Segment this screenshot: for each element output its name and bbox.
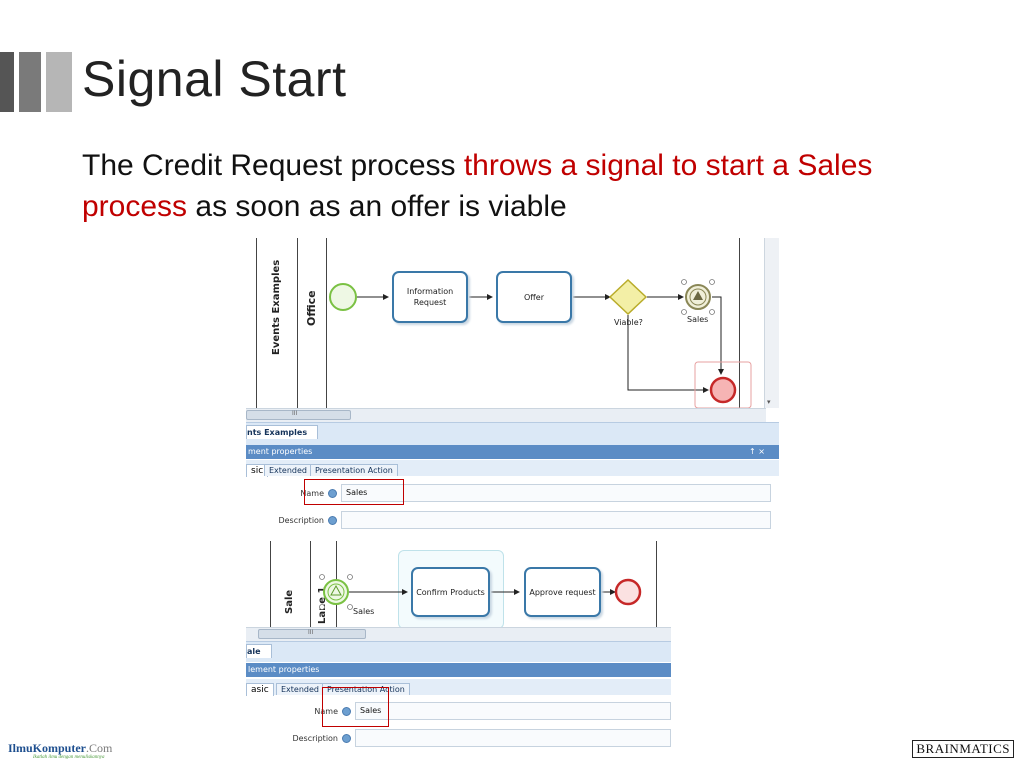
signal-event-label: Sales [687, 315, 709, 324]
ilmukomputer-logo: IlmuKomputer.Com Ikatlah ilmu dengan men… [8, 741, 112, 760]
document-tab-strip [246, 422, 779, 445]
name-field[interactable]: Sales [341, 484, 771, 502]
scroll-down-arrow[interactable]: ▾ [767, 398, 771, 406]
description-label: Description [292, 734, 338, 743]
tab-basic[interactable]: asic [246, 683, 274, 696]
signal-throw-event[interactable] [685, 284, 711, 310]
name-highlight-box [304, 479, 404, 505]
document-tab[interactable]: nts Examples [246, 425, 319, 439]
selection-handles [681, 279, 715, 315]
body-suffix: as soon as an offer is viable [187, 190, 567, 223]
logo-tld: .Com [86, 741, 113, 755]
horizontal-scroll-thumb[interactable] [246, 410, 351, 420]
logo-main: IlmuKomputer [8, 741, 86, 755]
pool-divider-left [256, 238, 257, 408]
tab-presentation-action[interactable]: Presentation Action [310, 464, 398, 476]
scroll-thumb-grip: III [292, 410, 298, 417]
horizontal-scrollbar[interactable] [246, 408, 766, 422]
properties-header [246, 663, 671, 677]
slide-body-text: The Credit Request process throws a sign… [82, 145, 962, 227]
bottom-screenshot: Sale Lane 1 Sales Confirm Products Appro… [246, 541, 671, 752]
gateway-diamond[interactable] [608, 278, 648, 316]
pool-right-border [739, 238, 740, 408]
name-highlight-box [322, 687, 389, 727]
vertical-scrollbar[interactable] [764, 238, 779, 408]
name-label: Name [300, 489, 324, 498]
title-decoration-bar-2 [19, 52, 41, 112]
name-field[interactable]: Sales [355, 702, 671, 720]
tab-extended[interactable]: Extended [264, 464, 312, 476]
selection-box-end [694, 361, 752, 408]
properties-header [246, 445, 779, 459]
description-label: Description [278, 516, 324, 525]
brainmatics-logo: BRAINMATICS [912, 740, 1014, 758]
top-diagram-connectors [329, 278, 752, 408]
top-screenshot: Events Examples Office Information Reque… [246, 238, 779, 541]
scroll-thumb-grip: III [308, 629, 314, 636]
signal-start-event[interactable] [323, 579, 349, 605]
pool-divider-left [270, 541, 271, 627]
signal-event-label: Sales [353, 607, 375, 616]
properties-pin-close[interactable]: ↑ × [749, 447, 765, 456]
bottom-diagram-connectors [319, 574, 642, 610]
description-field[interactable] [355, 729, 671, 747]
start-event[interactable] [329, 283, 357, 311]
pool-right-border [656, 541, 657, 627]
title-decoration-bar-3 [46, 52, 72, 112]
logo-tagline: Ikatlah ilmu dengan menuliskannya [33, 755, 105, 760]
properties-title: lement properties [248, 665, 320, 674]
horizontal-scroll-thumb[interactable] [258, 629, 366, 639]
task-information-request[interactable]: Information Request [392, 271, 468, 323]
body-prefix: The Credit Request process [82, 149, 464, 182]
name-info-icon[interactable] [342, 707, 351, 716]
pool-divider-mid [297, 238, 298, 408]
pool-divider-mid [310, 541, 311, 627]
description-field[interactable] [341, 511, 771, 529]
properties-title: ment properties [248, 447, 313, 456]
task-confirm-products[interactable]: Confirm Products [411, 567, 490, 617]
end-event[interactable] [614, 578, 642, 606]
name-label: Name [314, 707, 338, 716]
title-decoration-bar-1 [0, 52, 14, 112]
selection-handles [319, 574, 353, 610]
description-info-icon[interactable] [328, 516, 337, 525]
slide-title: Signal Start [82, 51, 347, 107]
document-tab[interactable]: ale [246, 644, 272, 658]
body-highlight: throws a signal to start a Sales process [82, 149, 873, 223]
end-event[interactable] [709, 376, 737, 404]
task-approve-request[interactable]: Approve request [524, 567, 601, 617]
pool-divider-right [326, 238, 327, 408]
document-tab-strip [246, 641, 671, 662]
gateway-label: Viable? [614, 318, 643, 327]
task-offer[interactable]: Offer [496, 271, 572, 323]
name-info-icon[interactable] [328, 489, 337, 498]
description-info-icon[interactable] [342, 734, 351, 743]
tab-extended[interactable]: Extended [276, 683, 324, 695]
